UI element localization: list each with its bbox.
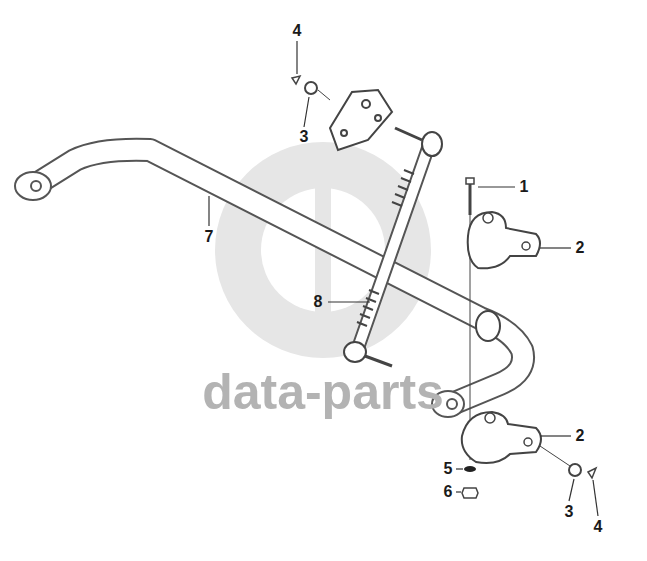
axis-line [540, 446, 570, 466]
clamp-hole [524, 438, 532, 446]
axis-line [318, 90, 330, 100]
callout-number: 4 [293, 23, 302, 39]
cotter-pin [588, 468, 596, 478]
callout-number: 5 [444, 461, 453, 477]
bolt-shank [469, 184, 472, 215]
cotter-pin [292, 76, 300, 84]
clamp [468, 212, 540, 268]
bar-eye-hole [447, 399, 457, 409]
callout-number: 1 [520, 179, 529, 195]
stabilizer-bar [35, 150, 523, 404]
bracket-hole [362, 100, 370, 108]
callout-number: 3 [565, 504, 574, 520]
callout-number: 3 [300, 129, 309, 145]
callout-number: 4 [594, 519, 603, 535]
nut [569, 464, 581, 476]
watermark: data-parts [202, 367, 444, 417]
clamp [462, 412, 541, 463]
clamp-hole [485, 413, 495, 423]
washer [464, 466, 476, 472]
bushing [476, 311, 500, 341]
nut [305, 82, 317, 94]
callout-number: 2 [576, 428, 585, 444]
link-rod [344, 128, 442, 366]
nut [462, 488, 478, 498]
leader-lines [209, 41, 598, 516]
callout-number: 2 [576, 240, 585, 256]
bar-eye-hole [31, 181, 41, 191]
callout-number: 7 [205, 229, 214, 245]
clamp-hole [522, 242, 530, 250]
bar-eye [15, 172, 51, 200]
bracket-hole [341, 130, 347, 136]
clamp-hole [483, 213, 493, 223]
bracket-hole [375, 115, 381, 121]
callout-number: 6 [444, 484, 453, 500]
callout-number: 8 [314, 294, 323, 310]
bolt-head [466, 178, 474, 184]
link-bracket [330, 90, 392, 150]
